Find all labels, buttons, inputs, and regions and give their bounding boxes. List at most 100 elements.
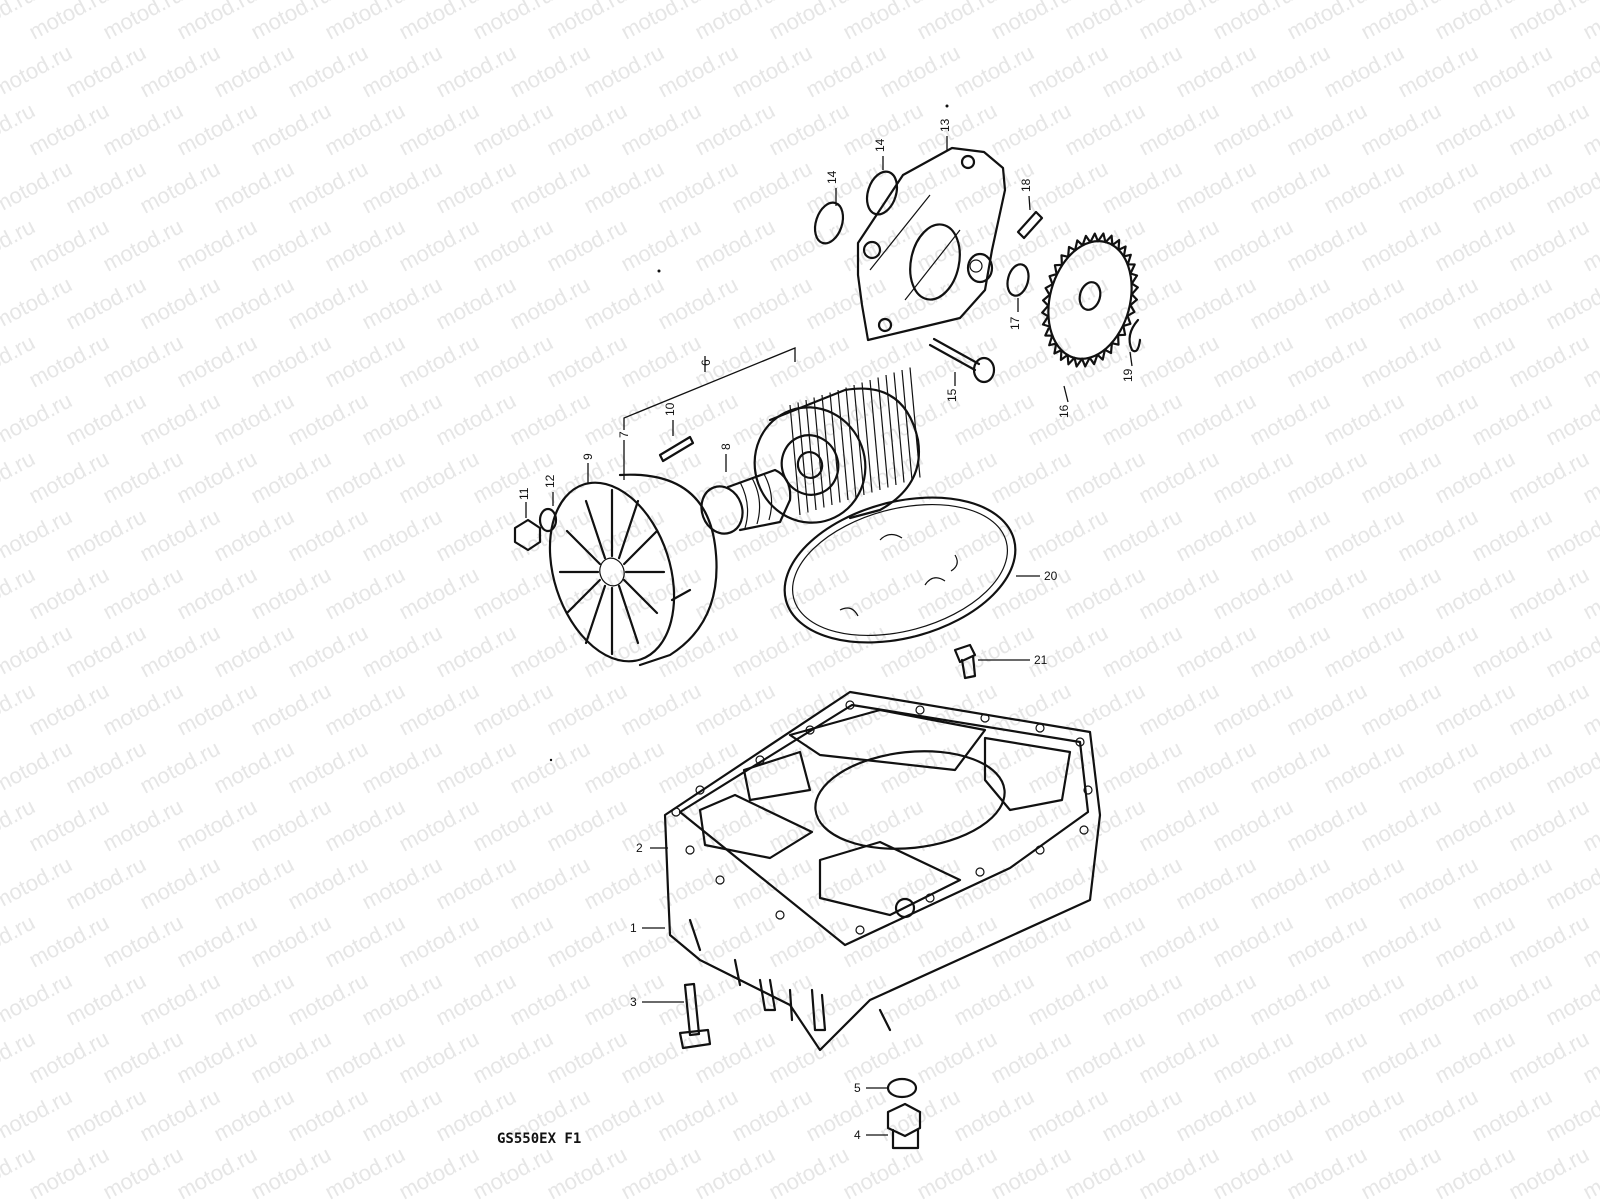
watermark-text: motod.ru <box>1320 620 1408 683</box>
watermark-text: motod.ru <box>950 272 1038 335</box>
watermark-text: motod.ru <box>1061 1142 1149 1200</box>
watermark-text: motod.ru <box>321 98 409 161</box>
watermark-text: motod.ru <box>802 272 890 335</box>
pan-bolt-hole <box>1083 785 1093 795</box>
watermark-text: motod.ru <box>432 736 520 799</box>
watermark-text: motod.ru <box>1172 40 1260 103</box>
watermark-text: motod.ru <box>25 910 113 973</box>
diagram-code: GS550EX F1 <box>497 1131 581 1147</box>
pan-bolt-hole <box>975 867 985 877</box>
watermark-text: motod.ru <box>617 98 705 161</box>
watermark-text: motod.ru <box>1024 504 1112 567</box>
watermark-text: motod.ru <box>136 1084 224 1147</box>
scan-dot <box>945 104 949 108</box>
watermark-text: motod.ru <box>62 852 150 915</box>
watermark-text: motod.ru <box>580 1084 668 1147</box>
watermark-text: motod.ru <box>210 272 298 335</box>
watermark-text: motod.ru <box>1394 852 1482 915</box>
watermark-text: motod.ru <box>1135 98 1223 161</box>
watermark-text: motod.ru <box>728 968 816 1031</box>
callout-17: 17 <box>1008 316 1022 330</box>
watermark-text: motod.ru <box>987 330 1075 393</box>
pan-bolt-hole <box>925 893 935 903</box>
watermark-text: motod.ru <box>1098 40 1186 103</box>
watermark-text: motod.ru <box>0 388 76 451</box>
filter-pleat <box>877 377 889 488</box>
callout-5: 5 <box>854 1081 861 1095</box>
watermark-text: motod.ru <box>284 1084 372 1147</box>
watermark-text: motod.ru <box>1098 620 1186 683</box>
watermark-text: motod.ru <box>1468 968 1556 1031</box>
pan-bolt-hole <box>855 925 865 935</box>
watermark-text: motod.ru <box>1505 98 1593 161</box>
watermark-text: motod.ru <box>506 736 594 799</box>
watermark-text: motod.ru <box>543 678 631 741</box>
watermark-text: motod.ru <box>1098 736 1186 799</box>
watermark-text: motod.ru <box>1246 968 1334 1031</box>
watermark-text: motod.ru <box>765 330 853 393</box>
watermark-text: motod.ru <box>728 620 816 683</box>
watermark-text: motod.ru <box>395 214 483 277</box>
watermark-text: motod.ru <box>1394 1084 1482 1147</box>
watermark-text: motod.ru <box>765 562 853 625</box>
watermark-text: motod.ru <box>1357 446 1445 509</box>
watermark-text: motod.ru <box>1357 214 1445 277</box>
watermark-text: motod.ru <box>1209 678 1297 741</box>
watermark-text: motod.ru <box>1246 272 1334 335</box>
watermark-text: motod.ru <box>543 1142 631 1200</box>
watermark-text: motod.ru <box>691 1142 779 1200</box>
filter-pleat <box>853 384 865 496</box>
watermark-text: motod.ru <box>1061 446 1149 509</box>
watermark-text: motod.ru <box>1320 388 1408 451</box>
scan-dot <box>657 269 661 273</box>
watermark-text: motod.ru <box>1431 330 1519 393</box>
filter-pleat <box>789 404 801 516</box>
watermark-text: motod.ru <box>1283 562 1371 625</box>
filter-pleat <box>861 382 873 493</box>
callout-10: 10 <box>663 402 677 416</box>
watermark-text: motod.ru <box>1431 794 1519 857</box>
watermark-text: motod.ru <box>321 1142 409 1200</box>
watermark-text: motod.ru <box>1246 620 1334 683</box>
watermark-text: motod.ru <box>247 214 335 277</box>
watermark-text: motod.ru <box>580 272 668 335</box>
watermark-text: motod.ru <box>173 446 261 509</box>
watermark-text: motod.ru <box>1098 1084 1186 1147</box>
watermark-text: motod.ru <box>173 910 261 973</box>
watermark-text: motod.ru <box>1394 40 1482 103</box>
watermark-text: motod.ru <box>1505 330 1593 393</box>
watermark-text: motod.ru <box>1357 794 1445 857</box>
watermark-text: motod.ru <box>1135 910 1223 973</box>
watermark-text: motod.ru <box>99 562 187 625</box>
watermark-text: motod.ru <box>1320 40 1408 103</box>
filter-pleat <box>909 367 921 478</box>
callout-14-left: 14 <box>825 170 839 184</box>
watermark-text: motod.ru <box>987 794 1075 857</box>
watermark-text: motod.ru <box>469 214 557 277</box>
watermark-text: motod.ru <box>950 620 1038 683</box>
watermark-text: motod.ru <box>1135 214 1223 277</box>
watermark-text: motod.ru <box>617 330 705 393</box>
watermark-text: motod.ru <box>506 852 594 915</box>
watermark-text: motod.ru <box>506 388 594 451</box>
watermark-text: motod.ru <box>62 1084 150 1147</box>
watermark-text: motod.ru <box>358 504 446 567</box>
watermark-text: motod.ru <box>1209 446 1297 509</box>
filter-pleat <box>813 397 825 508</box>
watermark-text: motod.ru <box>1320 1084 1408 1147</box>
cover-rib <box>565 529 601 566</box>
watermark-text: motod.ru <box>580 852 668 915</box>
watermark-text: motod.ru <box>284 40 372 103</box>
watermark-text: motod.ru <box>284 736 372 799</box>
watermark-text: motod.ru <box>1135 562 1223 625</box>
watermark-text: motod.ru <box>1431 562 1519 625</box>
oil-filter-element <box>753 367 921 524</box>
watermark-text: motod.ru <box>284 272 372 335</box>
watermark-text: motod.ru <box>1505 794 1593 857</box>
filter-pleat <box>829 392 841 503</box>
watermark-text: motod.ru <box>1283 910 1371 973</box>
circlip-19 <box>1128 318 1142 353</box>
watermark-text: motod.ru <box>839 214 927 277</box>
watermark-text: motod.ru <box>1209 1142 1297 1200</box>
